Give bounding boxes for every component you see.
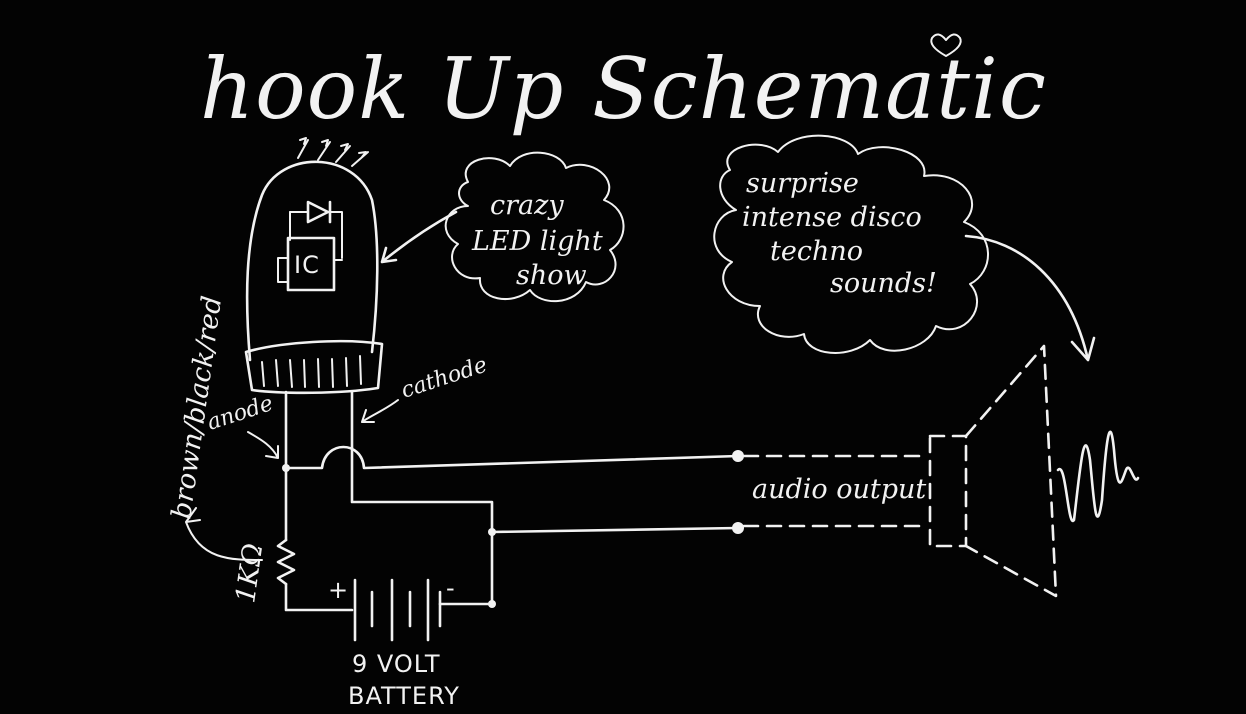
junction-dot [282,464,290,472]
junction-dot [488,600,496,608]
cathode-arrow [361,399,399,423]
circuit-wiring [276,390,744,612]
led-cloud-line-1: crazy [490,190,564,221]
heart-icon [930,33,962,57]
led-cloud-line-2: LED light [471,226,603,257]
sound-cloud-line-2: intense disco [742,202,922,233]
junction-dot [488,528,496,536]
led-bulb: IC [244,137,384,395]
sound-cloud-line-3: techno [770,236,863,267]
battery-voltage-label: 9 VOLT [352,650,441,678]
led-cloud-line-3: show [516,260,587,291]
battery-name-label: BATTERY [348,682,460,710]
battery-minus-label: - [446,574,456,602]
battery-symbol: + - 9 VOLT BATTERY [328,574,460,710]
speaker: audio output [742,344,1140,598]
anode-arrow [247,431,279,459]
audio-output-label: audio output [752,474,926,505]
cathode-label: cathode [398,352,490,403]
anode-label: anode [204,391,276,436]
led-show-cloud: crazy LED light show [380,151,625,303]
sound-cloud-line-4: sounds! [830,268,937,299]
led-cloud-arrow [380,210,458,264]
resistor-symbol [276,538,296,586]
ic-label: IC [294,251,320,279]
sound-cloud-arrow [964,234,1096,362]
output-terminal-bottom [732,522,744,534]
battery-plus-label: + [328,576,349,604]
sound-cloud-line-1: surprise [746,168,859,199]
output-terminal-top [732,450,744,462]
sound-wave [1056,430,1140,523]
diagram-title: hook Up Schematic [200,40,1047,138]
resistor-value-label: 1KΩ [230,541,269,604]
sound-cloud: surprise intense disco techno sounds! [713,134,1096,362]
